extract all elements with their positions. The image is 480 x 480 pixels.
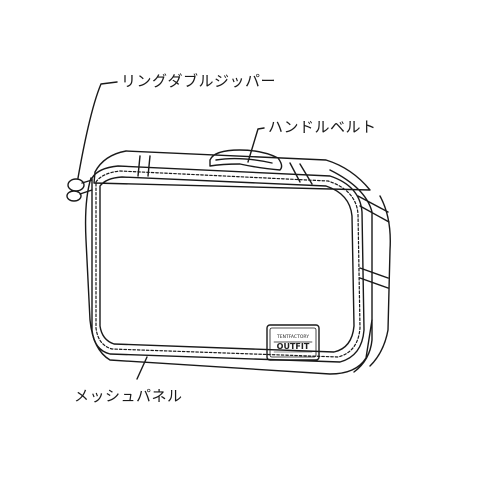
label-handle-belt: ハンドルベルト [268,118,377,136]
ring-zipper-pull [66,178,93,202]
pouch-right-side [329,169,373,373]
label-ring-zipper: リングダブルジッパー [121,72,277,90]
leader-line-mesh-panel [136,356,148,380]
patch-top-text: TENTFACTORY [276,334,309,340]
pouch-top-panel [93,150,371,191]
brand-patch [266,324,320,361]
handle-belt [209,149,283,171]
zipper-track [91,165,365,363]
label-mesh-panel: メッシュパネル [74,387,183,405]
mesh-panel [99,176,355,353]
leader-line-ring-zipper [77,81,118,179]
patch-brand-text: OUTFIT [277,342,310,351]
